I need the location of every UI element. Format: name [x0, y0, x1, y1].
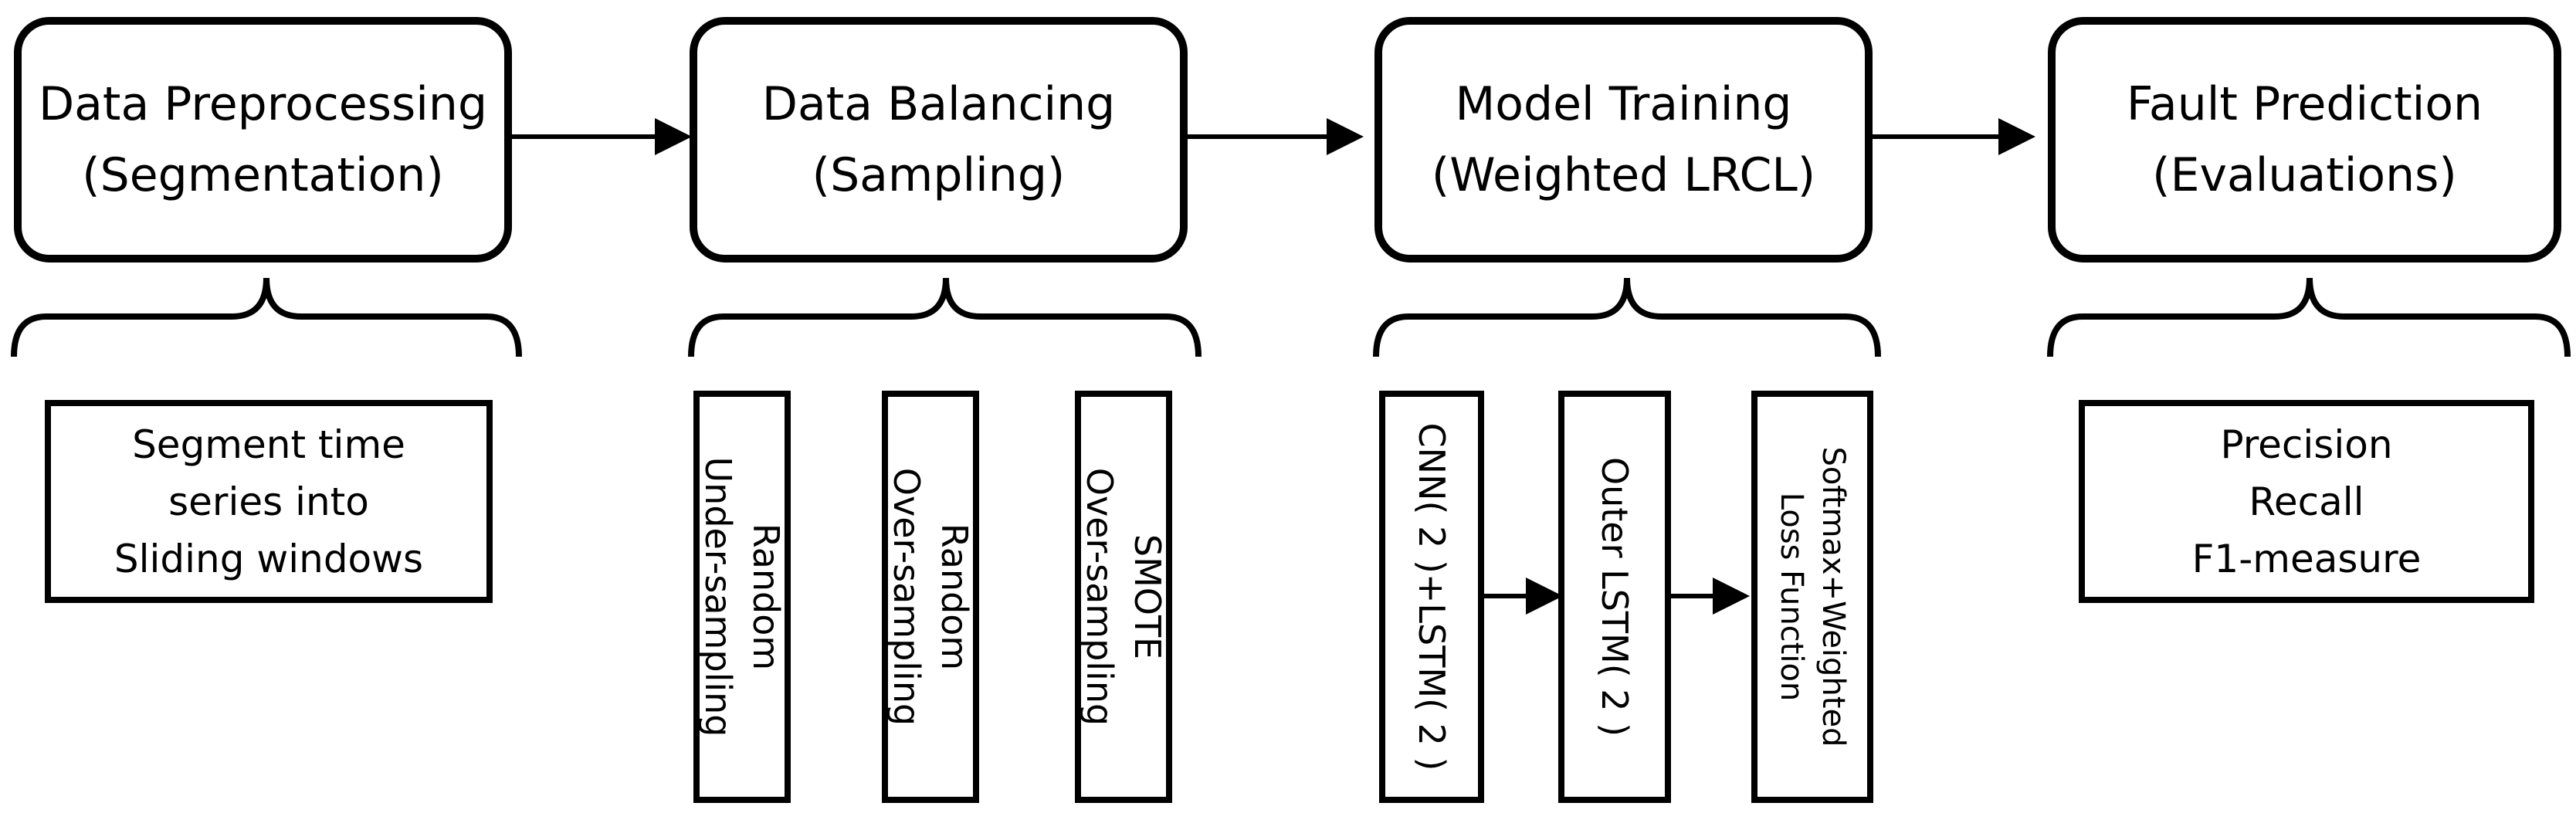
cnn-lstm-box: CNN( 2 )+LSTM( 2 ): [1379, 391, 1484, 803]
stage-box-preprocessing: Data Preprocessing (Segmentation): [14, 17, 512, 263]
stage-title: Model Training: [1455, 77, 1792, 131]
sampling-method-label: Random Under-sampling: [694, 457, 790, 737]
component-line: Outer LSTM( 2 ): [1594, 456, 1635, 737]
segmentation-detail-box: Segment time series into Sliding windows: [45, 400, 493, 603]
metric-line: Precision: [2220, 422, 2393, 467]
stage-subtitle: (Segmentation): [82, 148, 444, 202]
brace-balancing: [688, 277, 1202, 357]
softmax-weighted-loss-box: Softmax+Weighted Loss Function: [1751, 391, 1873, 803]
brace-preprocessing: [11, 277, 522, 357]
component-line: Softmax+Weighted: [1815, 446, 1851, 747]
brace-training: [1373, 277, 1881, 357]
component-line: Loss Function: [1774, 492, 1809, 702]
sampling-method-line: Over-sampling: [1079, 467, 1120, 727]
sampling-method-line: Random: [745, 523, 787, 671]
stage-box-prediction: Fault Prediction (Evaluations): [2048, 17, 2561, 263]
detail-line: series into: [168, 479, 369, 524]
detail-line: Sliding windows: [114, 536, 424, 581]
stage-subtitle: (Weighted LRCL): [1431, 148, 1816, 202]
brace-prediction: [2047, 277, 2571, 357]
stage-title: Data Preprocessing: [38, 77, 488, 131]
sampling-method-line: Random: [934, 523, 975, 671]
sampling-method-label: SMOTE Over-sampling: [1076, 468, 1171, 726]
stage-box-training: Model Training (Weighted LRCL): [1374, 17, 1873, 263]
metric-line: Recall: [2249, 479, 2364, 524]
sampling-smote-oversampling-box: SMOTE Over-sampling: [1075, 391, 1172, 803]
metric-line: F1-measure: [2191, 536, 2422, 581]
sampling-method-line: SMOTE: [1127, 534, 1168, 660]
stage-subtitle: (Evaluations): [2152, 148, 2457, 202]
detail-line: Segment time: [132, 422, 405, 467]
outer-lstm-box: Outer LSTM( 2 ): [1558, 391, 1671, 803]
component-label: Softmax+Weighted Loss Function: [1771, 447, 1854, 747]
stage-title: Data Balancing: [761, 77, 1116, 131]
sampling-random-oversampling-box: Random Over-sampling: [882, 391, 979, 803]
stage-title: Fault Prediction: [2126, 77, 2483, 131]
sampling-method-label: Random Over-sampling: [883, 468, 978, 726]
sampling-random-undersampling-box: Random Under-sampling: [693, 391, 791, 803]
evaluation-metrics-box: Precision Recall F1-measure: [2079, 400, 2534, 603]
component-line: CNN( 2 )+LSTM( 2 ): [1411, 422, 1452, 771]
sampling-method-line: Over-sampling: [886, 467, 927, 727]
component-label: CNN( 2 )+LSTM( 2 ): [1408, 423, 1456, 771]
stage-box-balancing: Data Balancing (Sampling): [690, 17, 1188, 263]
component-label: Outer LSTM( 2 ): [1591, 457, 1639, 737]
stage-subtitle: (Sampling): [812, 148, 1066, 202]
sampling-method-line: Under-sampling: [697, 456, 739, 737]
